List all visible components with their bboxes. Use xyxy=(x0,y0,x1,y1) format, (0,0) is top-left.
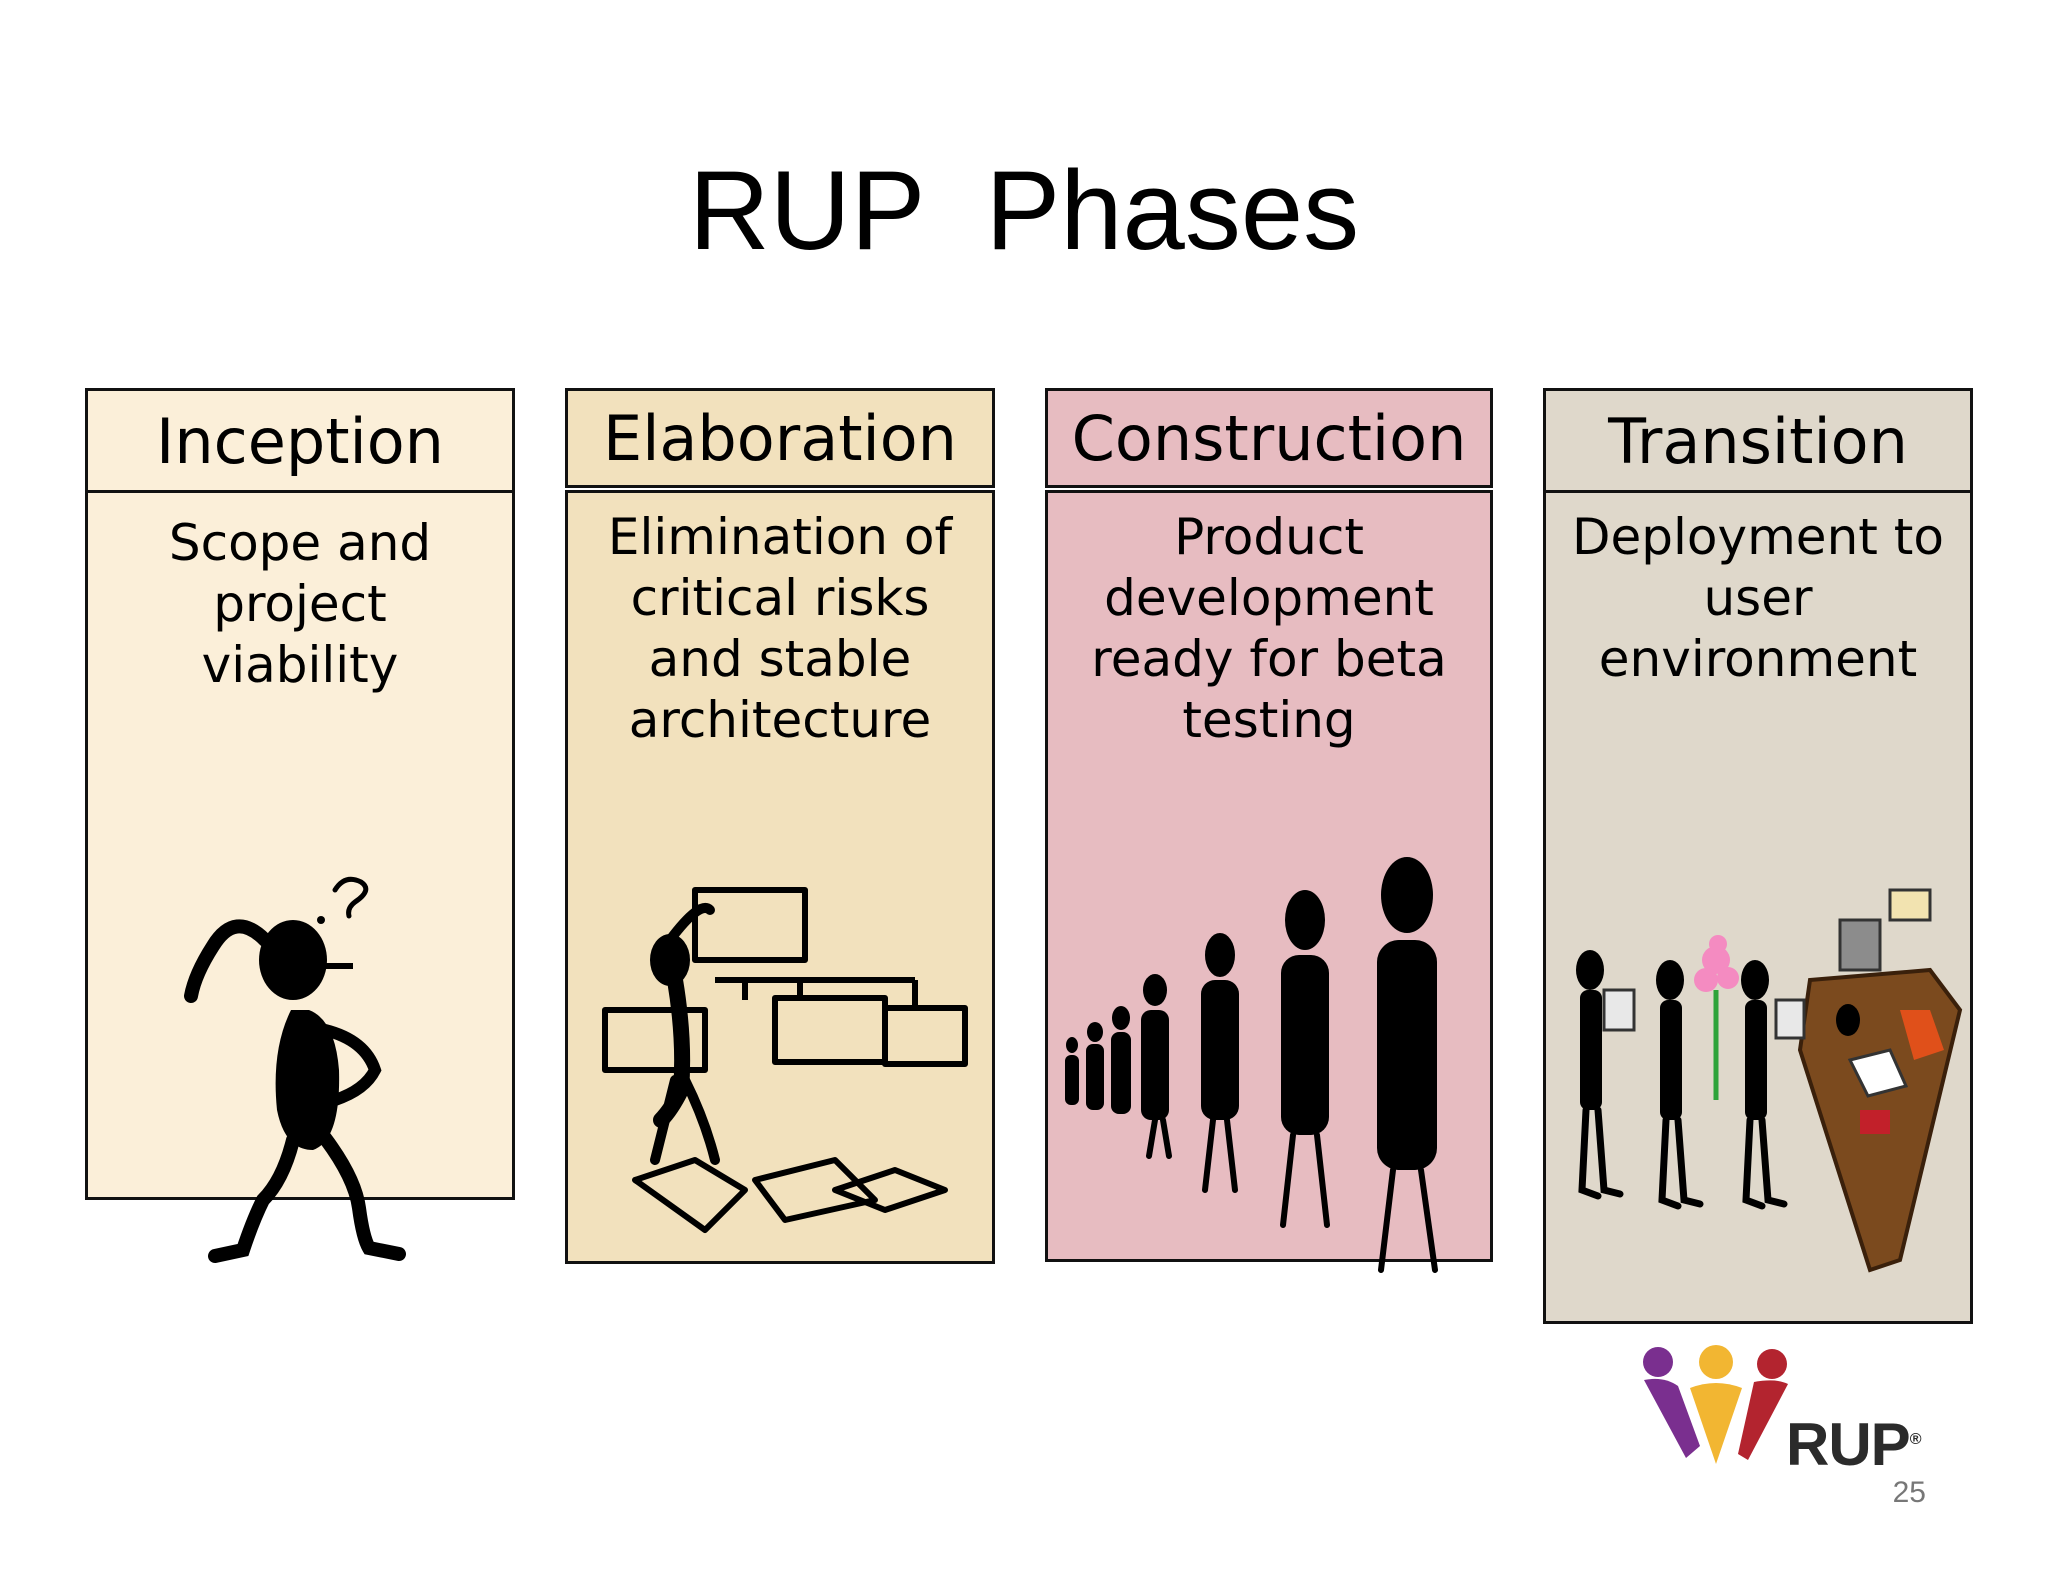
phase-name: Transition xyxy=(1608,404,1908,478)
phase-description: Scope and project viability xyxy=(168,514,432,694)
phase-description: Product development ready for beta testi… xyxy=(1091,508,1447,749)
rup-logo: RUP® xyxy=(1636,1340,1921,1478)
phase-header-construction: Construction xyxy=(1045,388,1493,488)
rup-logo-text: RUP® xyxy=(1786,1411,1921,1478)
rup-logo-mark-icon xyxy=(1643,1345,1788,1464)
phase-name: Construction xyxy=(1071,401,1467,475)
phase-header-transition: Transition xyxy=(1543,388,1973,494)
growing-team-figures-icon xyxy=(1065,857,1438,1273)
phase-name: Elaboration xyxy=(603,401,957,475)
diagram-builder-figure-icon xyxy=(602,887,968,1233)
slide-title: RUP Phases xyxy=(688,148,1360,273)
phase-body-elaboration: Elimination of critical risks and stable… xyxy=(565,490,995,1264)
phase-name: Inception xyxy=(156,404,444,478)
delivery-team-desk-icon xyxy=(1576,888,1963,1273)
page-number: 25 xyxy=(1892,1476,1926,1509)
phase-description: Elimination of critical risks and stable… xyxy=(607,508,953,749)
phase-description: Deployment to user environment xyxy=(1572,508,1944,688)
phase-header-inception: Inception xyxy=(85,388,515,494)
thinking-figure-icon xyxy=(184,876,406,1263)
phase-header-elaboration: Elaboration xyxy=(565,388,995,488)
